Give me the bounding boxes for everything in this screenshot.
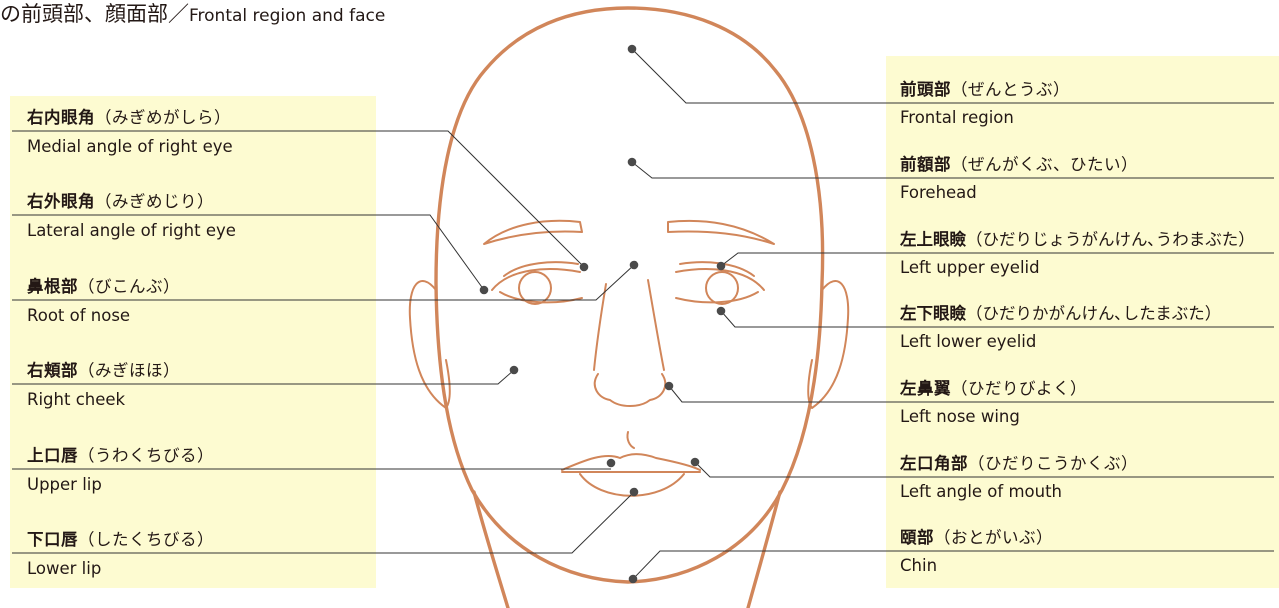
label-jp-left-nose-wing: 左鼻翼（ひだりびよく） — [900, 378, 1087, 400]
right-iris — [519, 272, 551, 304]
face-features — [410, 221, 848, 496]
label-jp-left-lower-eyelid: 左下眼瞼（ひだりかがんけん､したまぶた） — [900, 303, 1221, 325]
left-iris — [706, 272, 738, 304]
label-en-medial-angle-right-eye: Medial angle of right eye — [27, 136, 233, 158]
label-en-upper-lip: Upper lip — [27, 474, 102, 496]
label-en-frontal-region: Frontal region — [900, 107, 1014, 129]
dot-left-lower-eyelid — [717, 307, 726, 316]
label-en-right-cheek: Right cheek — [27, 389, 125, 411]
label-jp-right-cheek: 右頬部（みぎほほ） — [27, 360, 180, 382]
dot-upper-lip — [607, 459, 616, 468]
label-en-left-lower-eyelid: Left lower eyelid — [900, 331, 1036, 353]
nose-bridge-left — [648, 280, 664, 370]
dot-left-nose-wing — [665, 382, 674, 391]
label-en-lower-lip: Lower lip — [27, 558, 101, 580]
left-eye-lower — [676, 292, 758, 302]
dot-left-angle-mouth — [691, 458, 700, 467]
neck-right — [748, 492, 780, 608]
label-en-left-angle-mouth: Left angle of mouth — [900, 481, 1062, 503]
neck-left — [474, 492, 508, 608]
upper-lip — [562, 454, 700, 470]
label-jp-root-of-nose: 鼻根部（びこんぶ） — [27, 276, 180, 298]
label-jp-frontal-region: 前頭部（ぜんとうぶ） — [900, 79, 1070, 101]
label-en-left-nose-wing: Left nose wing — [900, 406, 1020, 428]
marker-dots — [480, 45, 726, 584]
dot-lateral-angle-right-eye — [480, 286, 489, 295]
label-jp-lower-lip: 下口唇（したくちびる） — [27, 529, 214, 551]
label-jp-upper-lip: 上口唇（うわくちびる） — [27, 445, 214, 467]
label-en-lateral-angle-right-eye: Lateral angle of right eye — [27, 220, 236, 242]
face-outline — [436, 8, 823, 608]
label-en-root-of-nose: Root of nose — [27, 305, 130, 327]
dot-medial-angle-right-eye — [580, 263, 589, 272]
label-en-left-upper-eyelid: Left upper eyelid — [900, 257, 1040, 279]
label-en-forehead: Forehead — [900, 182, 977, 204]
philtrum — [627, 432, 634, 448]
label-jp-forehead: 前額部（ぜんがくぶ、ひたい） — [900, 154, 1138, 176]
dot-lower-lip — [630, 488, 639, 497]
label-jp-left-upper-eyelid: 左上眼瞼（ひだりじょうがんけん､うわまぶた） — [900, 229, 1255, 251]
label-jp-medial-angle-right-eye: 右内眼角（みぎめがしら） — [27, 107, 231, 129]
dot-right-cheek — [510, 366, 519, 375]
dot-root-of-nose — [630, 261, 639, 270]
label-jp-left-angle-mouth: 左口角部（ひだりこうかくぶ） — [900, 453, 1138, 475]
nose-bottom — [595, 374, 665, 406]
label-jp-chin: 頤部（おとがいぶ） — [900, 527, 1053, 549]
right-eye-lower — [500, 292, 582, 302]
label-jp-lateral-angle-right-eye: 右外眼角（みぎめじり） — [27, 191, 214, 213]
dot-frontal-region — [628, 45, 637, 54]
dot-chin — [629, 575, 638, 584]
dot-forehead — [628, 158, 637, 167]
leader-chin — [633, 551, 1274, 579]
right-eyebrow — [484, 221, 582, 244]
label-en-chin: Chin — [900, 555, 937, 577]
left-eyebrow — [668, 221, 774, 244]
dot-left-upper-eyelid — [717, 262, 726, 271]
